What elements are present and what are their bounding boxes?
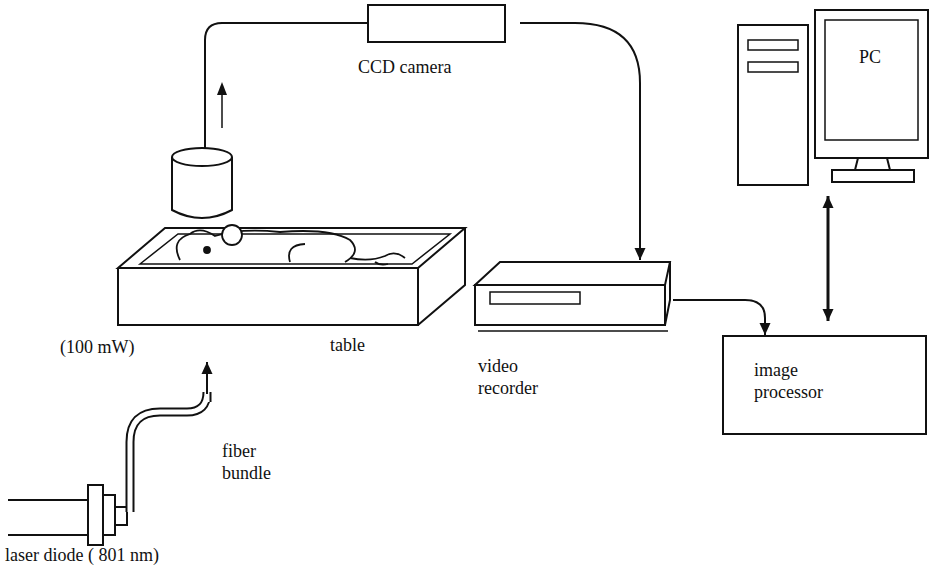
fiber-bundle-core xyxy=(130,392,207,512)
connector-line xyxy=(520,23,640,260)
device-label: PC xyxy=(835,46,905,68)
fiber-bundle xyxy=(130,392,207,512)
light-arrow xyxy=(221,92,223,128)
camera-cable xyxy=(205,23,368,148)
device-label: laser diode ( 801 nm) xyxy=(5,544,265,566)
light-arrow-head xyxy=(217,82,227,95)
connector-line xyxy=(673,300,765,335)
cable-connector xyxy=(673,300,771,335)
pc-computer xyxy=(738,10,928,185)
device-label: table xyxy=(330,334,390,356)
table-node: table xyxy=(118,226,468,362)
camera-body xyxy=(368,5,505,42)
device-label: image processor xyxy=(754,359,854,403)
camera-node: CCD camera xyxy=(355,0,520,85)
processor-node: image processor xyxy=(722,335,927,435)
recorder-node: video recorder xyxy=(473,260,673,405)
connector-line xyxy=(827,196,830,321)
arrow-head xyxy=(823,309,834,321)
device-label: CCD camera xyxy=(358,56,498,78)
arrow-head xyxy=(202,362,213,374)
cable-connector xyxy=(520,23,646,260)
animal-table xyxy=(118,228,465,325)
cable-connector xyxy=(823,196,834,321)
fiber-connector xyxy=(130,362,213,512)
arrow-head xyxy=(760,323,771,335)
arrow-head xyxy=(823,196,834,208)
device-label: video recorder xyxy=(478,355,578,399)
mouse-figure xyxy=(177,225,405,265)
laser-diode-device xyxy=(8,485,127,545)
arrow-head xyxy=(635,248,646,260)
pc-node: PC xyxy=(735,8,930,190)
fiber-label: fiber bundle xyxy=(222,440,292,484)
video-recorder-device xyxy=(475,262,670,331)
power-label: (100 mW) xyxy=(60,336,170,358)
camera-lens xyxy=(172,148,232,218)
laser-node: laser diode ( 801 nm) xyxy=(5,482,280,570)
